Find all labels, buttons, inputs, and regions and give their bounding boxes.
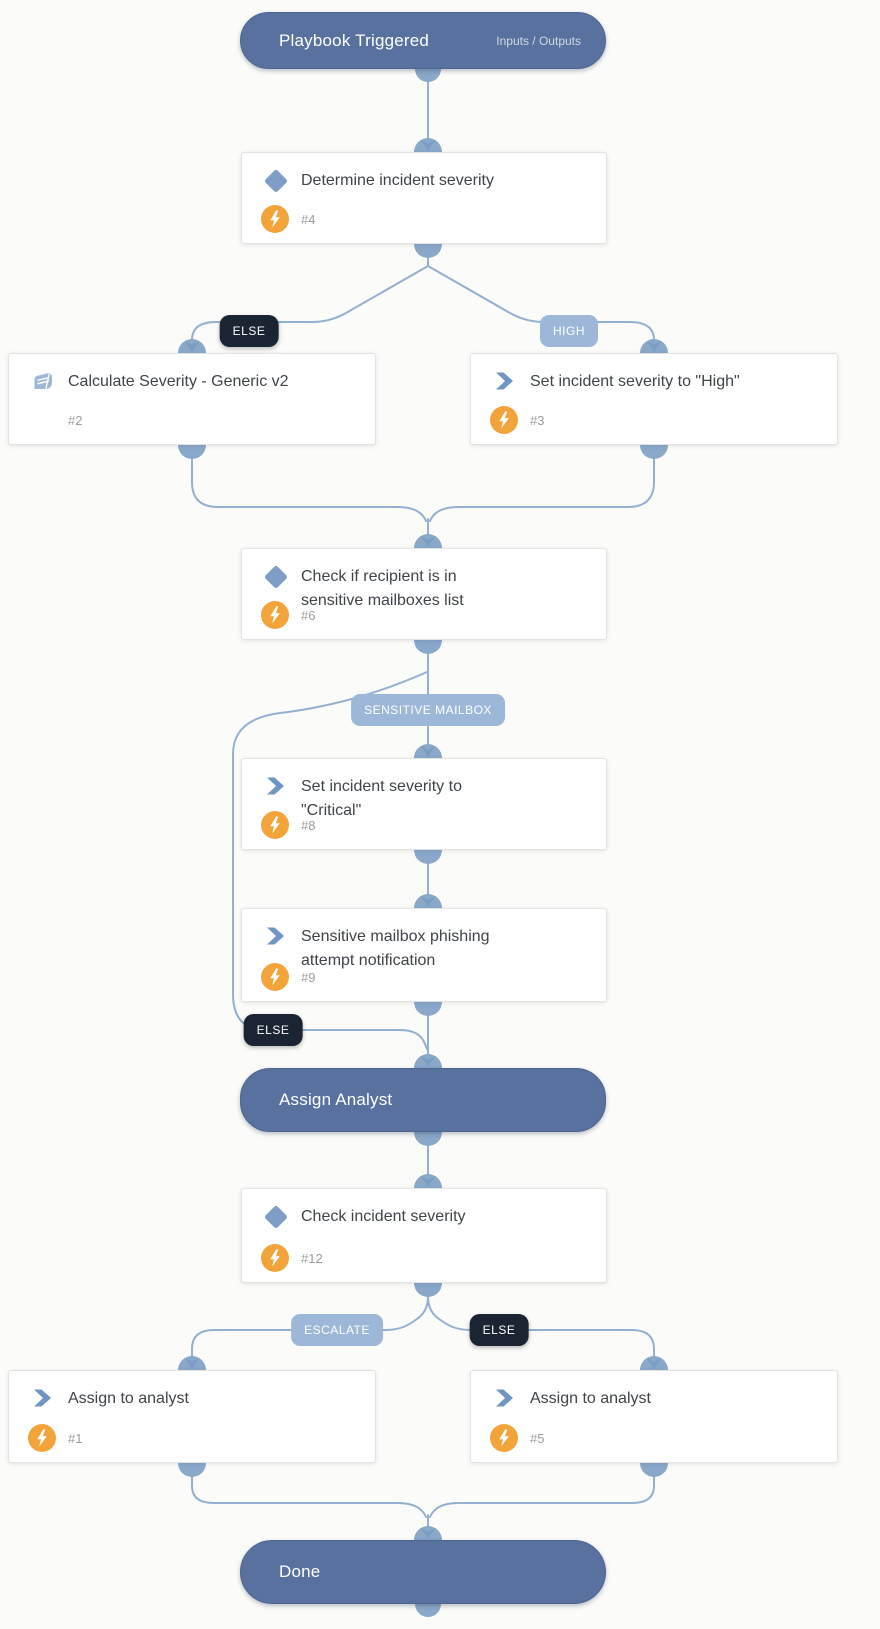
task-chevron-icon bbox=[492, 1386, 518, 1412]
automation-lightning-icon bbox=[261, 1244, 289, 1272]
task-title: Check incident severity bbox=[301, 1208, 466, 1225]
task-title: Assign to analyst bbox=[68, 1390, 189, 1407]
edge-t4-else-t2 bbox=[191, 257, 429, 345]
branch-label-sensitive-mailbox: SENSITIVE MAILBOX bbox=[351, 694, 505, 726]
task-chevron-icon bbox=[263, 774, 289, 800]
task-title: Determine incident severity bbox=[301, 172, 494, 189]
port bbox=[414, 640, 442, 654]
task-node-check-incident-severity[interactable]: Check incident severity #12 bbox=[241, 1188, 607, 1283]
task-node-set-severity-high[interactable]: Set incident severity to "High" #3 bbox=[470, 353, 838, 445]
automation-lightning-icon bbox=[261, 811, 289, 839]
task-id: #9 bbox=[301, 970, 316, 985]
port bbox=[640, 445, 668, 459]
condition-diamond-icon bbox=[263, 168, 289, 194]
automation-lightning-icon bbox=[490, 1424, 518, 1452]
task-id: #3 bbox=[530, 413, 545, 428]
edge-t6-else-assign bbox=[232, 671, 428, 1050]
branch-label-high: HIGH bbox=[540, 315, 598, 347]
condition-diamond-icon bbox=[263, 564, 289, 590]
automation-lightning-icon bbox=[490, 406, 518, 434]
branch-label-else: ELSE bbox=[243, 1014, 303, 1046]
edge-t12-escalate-t1 bbox=[191, 1296, 429, 1361]
task-node-check-recipient-sensitive[interactable]: Check if recipient is in sensitive mailb… bbox=[241, 548, 607, 640]
branch-label-else: ELSE bbox=[219, 315, 279, 347]
section-title: Done bbox=[279, 1562, 321, 1581]
arrowhead bbox=[421, 1056, 435, 1067]
edge-t3-merge bbox=[429, 458, 655, 522]
edge-t5-merge bbox=[429, 1475, 655, 1518]
trigger-title: Playbook Triggered bbox=[279, 30, 430, 50]
playbook-trigger-node[interactable]: Playbook Triggered Inputs / Outputs bbox=[240, 12, 606, 69]
edge-t1-merge bbox=[191, 1475, 427, 1518]
arrowhead bbox=[421, 1528, 435, 1539]
task-title: Assign to analyst bbox=[530, 1390, 651, 1407]
task-node-assign-to-analyst-else[interactable]: Assign to analyst #5 bbox=[470, 1370, 838, 1463]
automation-lightning-icon bbox=[28, 1424, 56, 1452]
automation-lightning-icon bbox=[261, 963, 289, 991]
task-id: #4 bbox=[301, 212, 316, 227]
port bbox=[640, 1463, 668, 1477]
task-id: #8 bbox=[301, 818, 316, 833]
automation-lightning-icon bbox=[261, 205, 289, 233]
task-id: #1 bbox=[68, 1431, 83, 1446]
task-id: #12 bbox=[301, 1251, 323, 1266]
task-node-sensitive-mailbox-notification[interactable]: Sensitive mailbox phishing attempt notif… bbox=[241, 908, 607, 1002]
arrowhead bbox=[647, 1358, 661, 1369]
arrowhead bbox=[421, 140, 435, 151]
task-id: #6 bbox=[301, 608, 316, 623]
port bbox=[178, 445, 206, 459]
task-chevron-icon bbox=[492, 369, 518, 395]
task-title: Set incident severity to "High" bbox=[530, 373, 740, 390]
task-node-set-severity-critical[interactable]: Set incident severity to "Critical" #8 bbox=[241, 758, 607, 850]
task-title: Calculate Severity - Generic v2 bbox=[68, 373, 289, 390]
playbook-book-icon bbox=[30, 369, 56, 395]
arrowheads bbox=[185, 140, 661, 1539]
arrowhead bbox=[185, 1358, 199, 1369]
automation-lightning-icon bbox=[261, 601, 289, 629]
arrowhead bbox=[647, 341, 661, 352]
task-id: #5 bbox=[530, 1431, 545, 1446]
task-title: Check if recipient is in sensitive mailb… bbox=[301, 568, 464, 609]
task-chevron-icon bbox=[263, 924, 289, 950]
arrowhead bbox=[421, 746, 435, 757]
task-node-assign-to-analyst-escalate[interactable]: Assign to analyst #1 bbox=[8, 1370, 376, 1463]
edge-t2-merge bbox=[191, 458, 427, 522]
section-title: Assign Analyst bbox=[279, 1090, 393, 1109]
branch-label-escalate: ESCALATE bbox=[291, 1314, 383, 1346]
section-header-assign-analyst[interactable]: Assign Analyst bbox=[240, 1068, 606, 1132]
port bbox=[414, 1132, 442, 1146]
task-node-determine-incident-severity[interactable]: Determine incident severity #4 bbox=[241, 152, 607, 244]
task-title: Sensitive mailbox phishing attempt notif… bbox=[301, 928, 490, 969]
condition-diamond-icon bbox=[263, 1204, 289, 1230]
task-id: #2 bbox=[68, 413, 83, 428]
port bbox=[414, 1283, 442, 1297]
task-chevron-icon bbox=[30, 1386, 56, 1412]
arrowhead bbox=[421, 896, 435, 907]
section-header-done[interactable]: Done bbox=[240, 1540, 606, 1604]
arrowhead bbox=[421, 1176, 435, 1187]
arrowhead bbox=[421, 536, 435, 547]
arrowhead bbox=[185, 341, 199, 352]
task-title: Set incident severity to "Critical" bbox=[301, 778, 462, 819]
edge-t12-else-t5 bbox=[427, 1296, 655, 1361]
branch-label-else: ELSE bbox=[469, 1314, 529, 1346]
subplaybook-node-calculate-severity[interactable]: Calculate Severity - Generic v2 #2 bbox=[8, 353, 376, 445]
port bbox=[414, 1002, 442, 1016]
port bbox=[178, 1463, 206, 1477]
port bbox=[414, 244, 442, 258]
port bbox=[414, 850, 442, 864]
edge-lines bbox=[191, 68, 655, 1531]
inputs-outputs-link[interactable]: Inputs / Outputs bbox=[496, 33, 581, 48]
